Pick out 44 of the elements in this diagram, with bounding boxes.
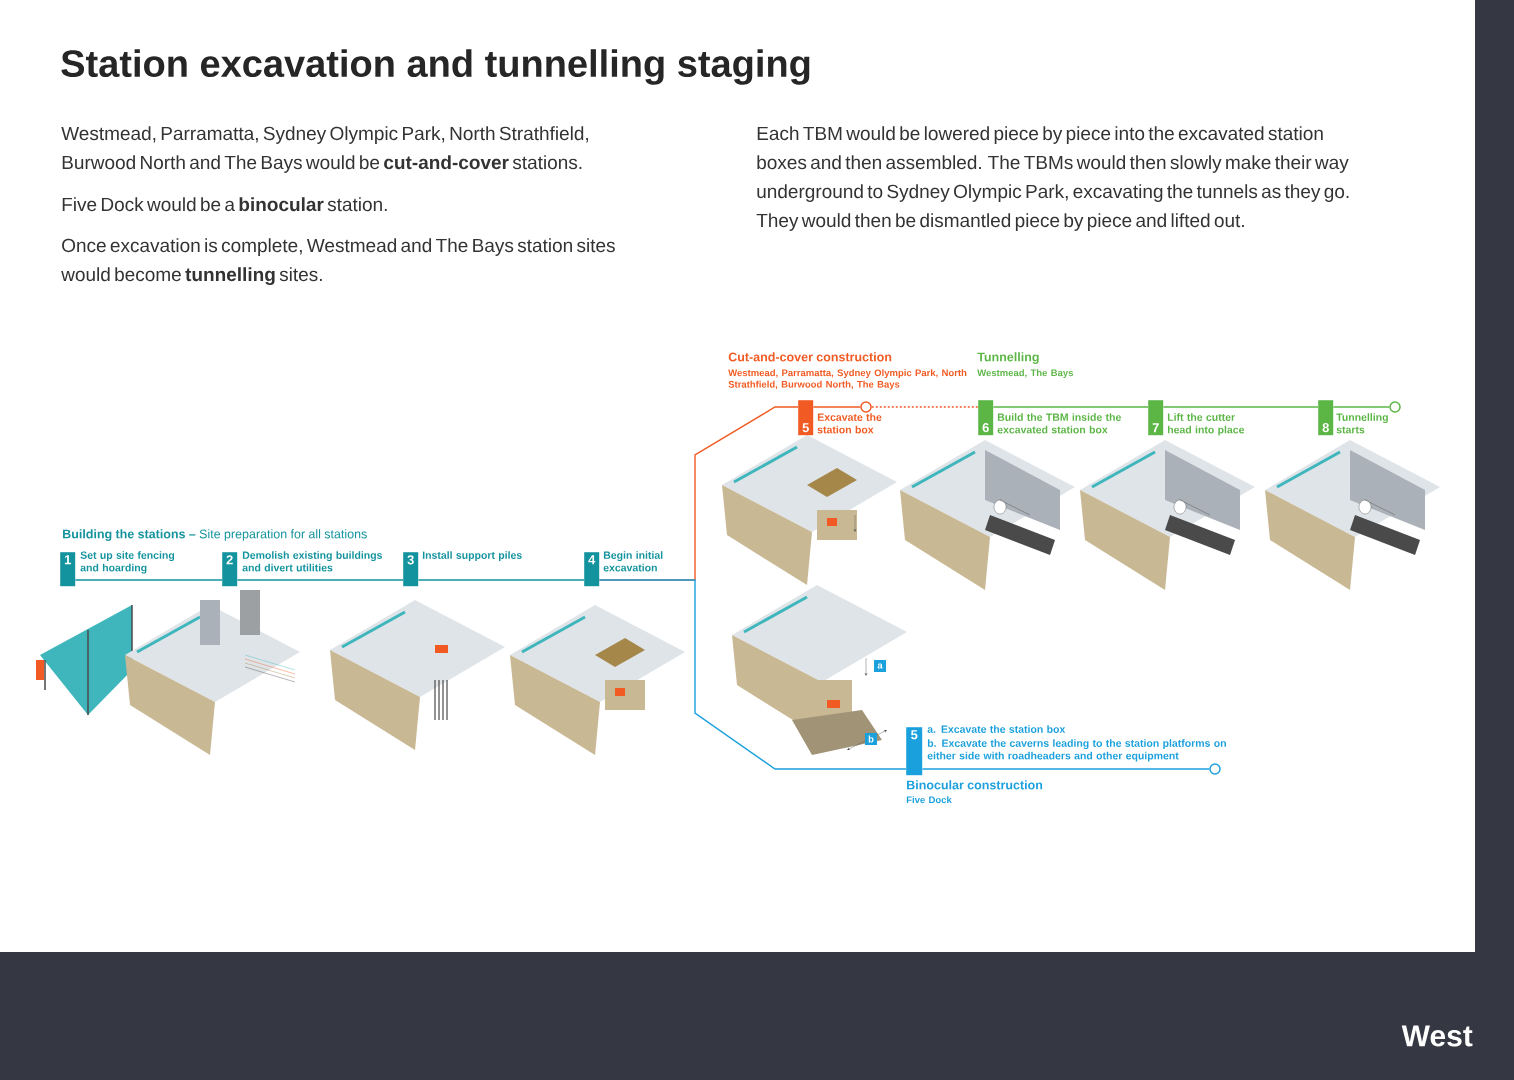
step-tab: 7 bbox=[1148, 400, 1164, 436]
step-text: Set up site fencing and hoarding bbox=[80, 551, 175, 574]
step-tab: 2 bbox=[222, 552, 238, 587]
callout-letter: a bbox=[874, 660, 886, 672]
section-heading: Cut-and-cover construction bbox=[728, 352, 892, 362]
section-heading: Building the stations – Site preparation for all stations bbox=[63, 529, 367, 541]
timeline-line bbox=[598, 579, 907, 770]
step-tab: 5 bbox=[906, 727, 923, 776]
step-tab: 1 bbox=[60, 552, 76, 587]
step-tab: 3 bbox=[403, 552, 419, 587]
timeline-line bbox=[992, 406, 1149, 408]
step-tab: 8 bbox=[1318, 400, 1334, 436]
timeline-line bbox=[74, 579, 223, 581]
timeline-line bbox=[1332, 406, 1390, 408]
step-tab: 6 bbox=[978, 400, 994, 436]
timeline-line bbox=[417, 579, 585, 581]
step-text: a. Excavate the station box bbox=[927, 725, 1066, 733]
section-heading: Tunnelling bbox=[977, 352, 1039, 364]
intro-paragraph: Once excavation is complete, Westmead and The Bays station sites would become tunnelling sites. bbox=[61, 238, 615, 285]
step-text: Demolish existing buildings and divert utilities bbox=[242, 551, 382, 572]
step-text: Begin initial excavation bbox=[603, 551, 663, 572]
callout-letter: b bbox=[865, 733, 877, 745]
section-subtitle: Westmead, The Bays bbox=[977, 369, 1074, 379]
timeline-line bbox=[812, 406, 861, 408]
step-text: Lift the cutter head into place bbox=[1167, 413, 1245, 436]
footer-label: West bbox=[1401, 1025, 1473, 1047]
timeline-line bbox=[921, 768, 1210, 770]
section-subtitle: Five Dock bbox=[906, 796, 952, 804]
section-subtitle: Westmead, Parramatta, Sydney Olympic Park, North Strathfield, Burwood North, The Bays bbox=[728, 369, 967, 390]
intro-paragraph: Each TBM would be lowered piece by piece into the excavated station boxes and then assembled. The TBMs would then slowly make their way underground to Sydney Olympic Park, excavating the tunnels as they go. They would then be dismantled piece by piece and lifted out. bbox=[756, 126, 1349, 231]
step-text: b. Excavate the caverns leading to the station platforms on either side with roadheaders and other equipment bbox=[927, 739, 1226, 762]
title: Station excavation and tunnelling staging bbox=[61, 49, 810, 85]
intro-paragraph: Five Dock would be a binocular station. bbox=[62, 197, 387, 212]
section-heading: Binocular construction bbox=[907, 780, 1043, 790]
step-tab: 5 bbox=[798, 400, 814, 436]
step-text: Install support piles bbox=[422, 551, 522, 561]
step-text: Build the TBM inside the excavated station box bbox=[997, 413, 1121, 434]
step-text: Tunnelling starts bbox=[1336, 413, 1388, 434]
timeline-line bbox=[1162, 406, 1319, 408]
intro-paragraph: Westmead, Parramatta, Sydney Olympic Park, North Strathfield, Burwood North and The Bays would be cut-and-cover stations. bbox=[61, 126, 588, 173]
timeline-line bbox=[871, 406, 979, 408]
step-text: Excavate the station box bbox=[817, 413, 882, 434]
step-tab: 4 bbox=[584, 552, 600, 587]
timeline-line bbox=[236, 579, 404, 581]
